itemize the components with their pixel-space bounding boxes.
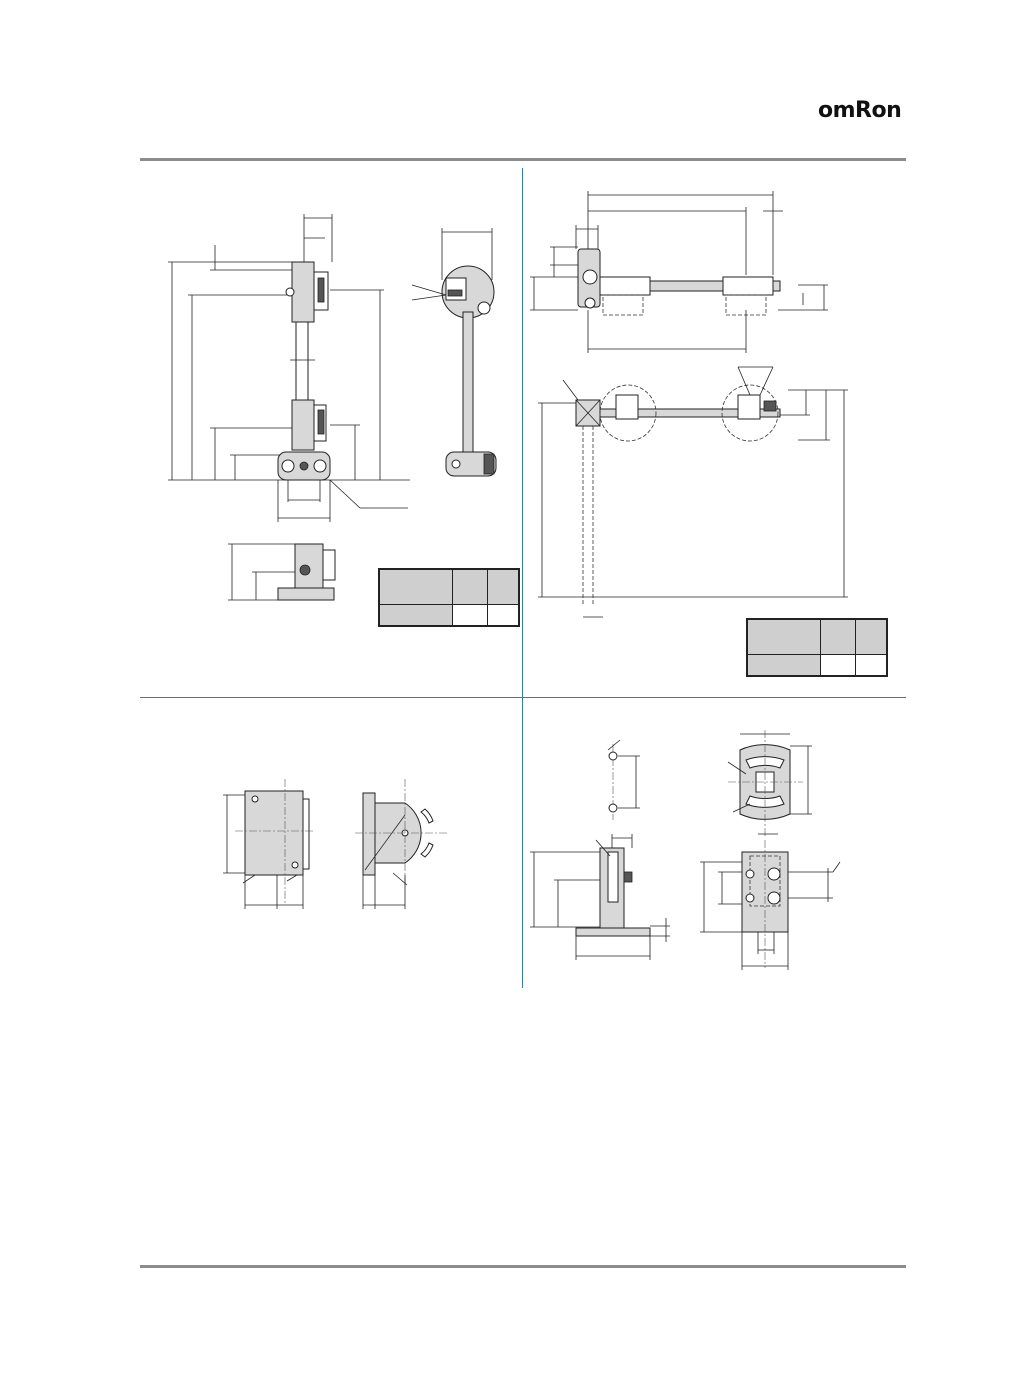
omron-logo: omRon [818,98,902,123]
drawing-vertical-stand [150,200,520,620]
panel-divider-vertical [522,168,523,988]
spec-table-left [378,568,520,627]
drawing-mounting-bracket [215,775,450,915]
footer-rule [140,1265,906,1268]
panel-divider-right [523,697,906,698]
panel-divider-left [140,697,522,698]
header-rule [140,158,906,161]
drawing-horizontal-arm [528,185,903,625]
spec-table-right [746,618,888,677]
drawing-angle-bracket [528,722,903,982]
